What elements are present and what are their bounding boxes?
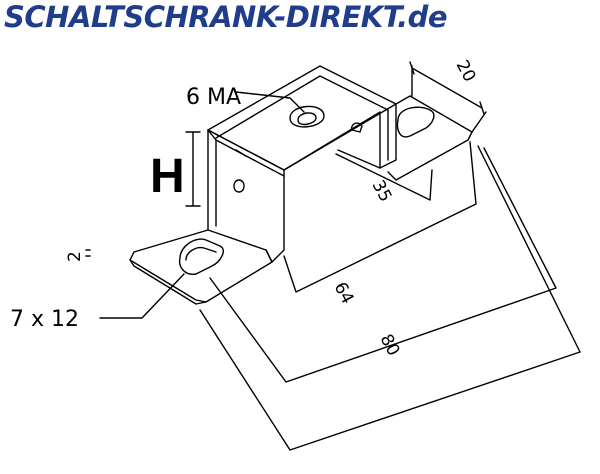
thickness-mark — [85, 249, 91, 257]
leader-6ma — [235, 91, 305, 113]
leader-slot — [99, 273, 185, 319]
thickness-label: 2 — [65, 251, 85, 262]
dim-64-line — [283, 141, 477, 293]
hole-label: 6 MA — [186, 85, 241, 110]
height-dimension — [185, 131, 201, 207]
dim-20-line — [409, 61, 487, 133]
left-flange-outline — [129, 229, 273, 303]
slot-label: 7 x 12 — [10, 307, 79, 332]
brand-logo: SCHALTSCHRANK-DIREKT.de — [4, 0, 448, 34]
top-plate — [207, 65, 397, 171]
left-slot — [178, 238, 224, 275]
hole-6ma — [289, 105, 325, 128]
right-slot — [396, 106, 435, 138]
left-flange-edge — [129, 259, 207, 305]
dim-35-line — [335, 153, 433, 201]
height-label: H — [150, 150, 185, 203]
dim-64-label: 64 — [330, 279, 358, 307]
dim-80-line — [199, 145, 581, 451]
right-flange-outline — [387, 95, 473, 181]
dim-20-label: 20 — [452, 57, 480, 85]
dim-80-label: 80 — [376, 331, 404, 359]
wall-hole — [233, 179, 245, 193]
